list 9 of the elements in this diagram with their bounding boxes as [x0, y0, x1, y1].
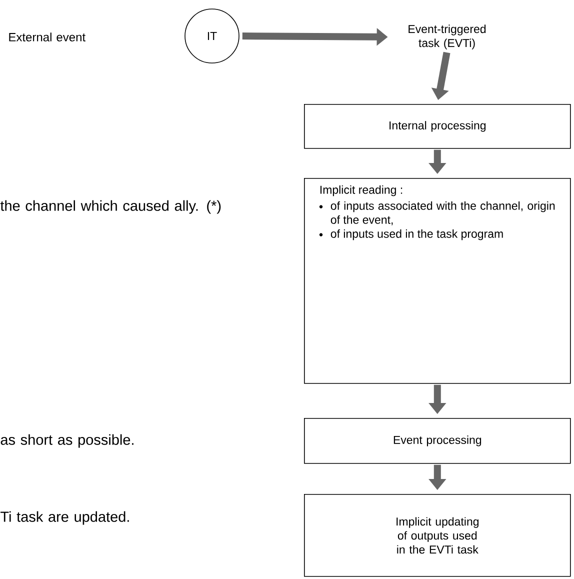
process-box: Internal processing	[304, 104, 571, 149]
process-box: Event processing	[304, 418, 571, 464]
process-box: Implicit reading : of inputs associated with the channel, origin of the event, of inputs used in the task program	[304, 178, 571, 384]
note-text: Ti task are updated.	[0, 511, 129, 525]
note-text: as short as possible.	[0, 434, 134, 448]
task-label: Event-triggered task (EVTi)	[408, 24, 486, 50]
note-text: the channel which caused ally. (*)	[0, 200, 221, 214]
process-box: Implicit updating of outputs used in the EVTi task	[304, 494, 571, 577]
external-event-label: External event	[9, 32, 86, 42]
